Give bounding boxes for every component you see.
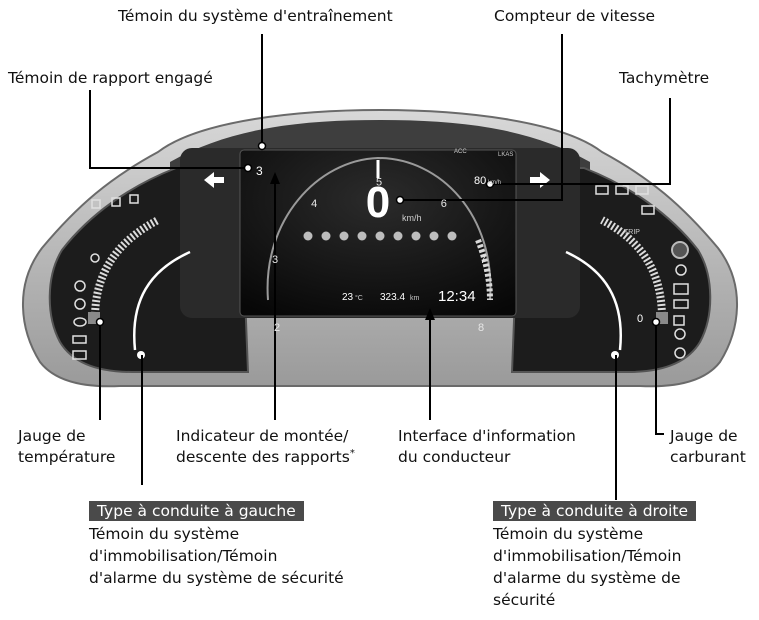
dot-row	[303, 231, 457, 241]
tachometer-tick-label: 3	[272, 254, 278, 266]
callout-dots	[95, 141, 661, 327]
left-warning-icons	[72, 194, 139, 360]
temperature-readout: 23	[342, 292, 354, 303]
callout-leaders	[89, 34, 671, 500]
gear-position-label: Témoin de rapport engagé	[8, 69, 213, 87]
fuel-gauge-inner	[565, 250, 622, 351]
temperature-gauge-label: Jauge de température	[18, 427, 116, 466]
tachometer-redzone	[475, 238, 493, 301]
temperature-gauge-arc	[91, 216, 160, 319]
tachometer-tick-label: 5	[376, 176, 382, 188]
small-speed-readout: 80	[474, 175, 486, 187]
temperature-gauge-inner	[133, 250, 191, 351]
right-warning-icons	[595, 185, 689, 359]
driver-info-label: Interface d'information du conducteur	[398, 427, 576, 466]
tachometer-tick-label: 6	[441, 198, 447, 210]
speed-readout: 0	[366, 178, 390, 227]
tachometer-tick-label: 4	[311, 198, 317, 210]
trip-label: TRIP	[624, 229, 640, 236]
drive-indicator-label: Témoin du système d'entraînement	[118, 7, 393, 25]
tachometer-tick-label: 8	[478, 322, 484, 334]
tachometer-label: Tachymètre	[619, 69, 710, 87]
right-drive-tag: Type à conduite à droite	[493, 501, 696, 521]
clock-readout: 12:34	[438, 288, 476, 305]
acc-label: ACC	[454, 149, 467, 155]
right-immobilizer-description: Témoin du système d'immobilisation/Témoi…	[493, 525, 682, 609]
shift-indicator-label: Indicateur de montée/ descente des rappo…	[176, 427, 355, 466]
small-speed-unit: km/h	[488, 180, 501, 186]
gear-readout: 3	[256, 164, 263, 178]
left-drive-tag: Type à conduite à gauche	[89, 501, 304, 521]
speedometer-label: Compteur de vitesse	[494, 7, 656, 25]
fuel-gauge-label: Jauge de carburant	[670, 427, 746, 466]
odometer-readout: 323.4	[380, 292, 405, 303]
speed-unit: km/h	[402, 213, 422, 223]
tachometer-tick-label: 7	[480, 254, 486, 266]
tachometer-tick-label: 2	[274, 322, 280, 334]
tachometer-arc	[266, 156, 492, 301]
shift-indicator-arrowhead	[270, 172, 280, 184]
left-arrow-icon	[204, 172, 224, 188]
left-immobilizer-description: Témoin du système d'immobilisation/Témoi…	[89, 525, 344, 587]
trip-knob[interactable]	[671, 241, 689, 259]
lkas-label: LKAS	[498, 152, 513, 158]
fuel-zero-label: 0	[637, 313, 643, 325]
odometer-unit: km	[410, 295, 420, 302]
temperature-unit: °C	[355, 294, 363, 302]
driver-info-arrowhead	[425, 308, 435, 320]
